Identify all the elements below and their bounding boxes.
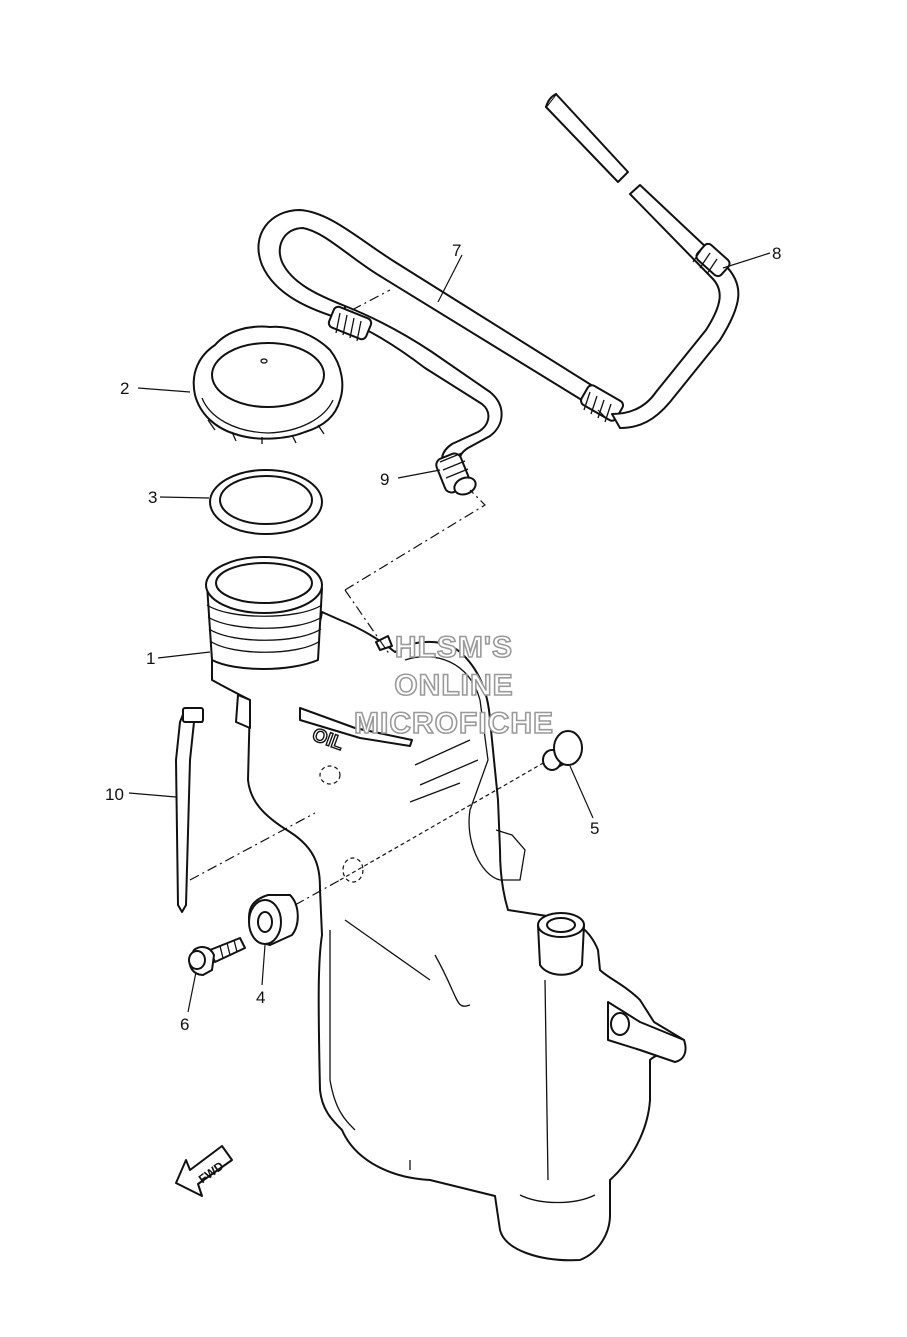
hose-8 — [545, 93, 740, 429]
callout-10: 10 — [105, 785, 124, 804]
filler-cap-2 — [192, 325, 344, 444]
callout-6: 6 — [180, 1015, 189, 1034]
fwd-arrow: FWD — [175, 1145, 233, 1197]
callout-leaders — [128, 252, 771, 1013]
callout-2: 2 — [120, 379, 129, 398]
reference-lines — [189, 289, 609, 906]
callout-4: 4 — [256, 988, 265, 1007]
bolt-6 — [188, 937, 246, 976]
grommet-4 — [248, 894, 299, 946]
hose-8-ribs — [692, 242, 731, 278]
callout-3: 3 — [148, 488, 157, 507]
callout-1: 1 — [146, 649, 155, 668]
callout-8: 8 — [772, 244, 781, 263]
watermark-line-3: MICROFICHE — [354, 707, 554, 740]
callout-5: 5 — [590, 819, 599, 838]
hose-7 — [257, 209, 624, 471]
collar-5 — [542, 730, 583, 771]
cable-tie-10 — [175, 707, 204, 913]
gasket-3 — [209, 469, 323, 535]
hose-7-ribs — [327, 305, 373, 342]
callout-9: 9 — [380, 470, 389, 489]
watermark-line-1: HLSM'S — [395, 631, 513, 664]
oil-tank-1: OIL — [205, 556, 687, 1262]
fitting-9 — [435, 452, 477, 496]
callout-labels: 2 3 1 10 4 5 6 7 8 9 — [105, 241, 781, 1034]
watermark: HLSM'S ONLINE MICROFICHE — [353, 630, 554, 741]
watermark-line-2: ONLINE — [394, 669, 513, 702]
callout-7: 7 — [452, 241, 461, 260]
hose-7-ribs-right — [580, 384, 624, 423]
